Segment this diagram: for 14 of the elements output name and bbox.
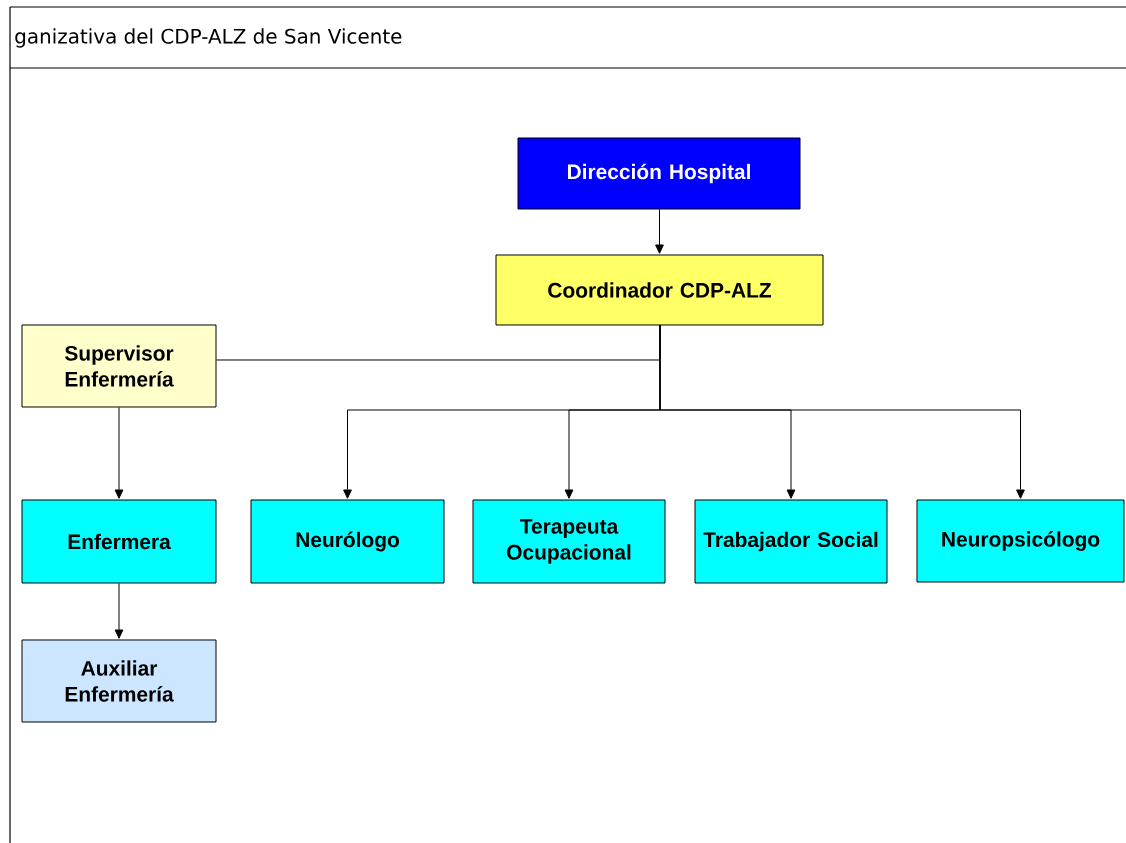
connector — [114, 407, 124, 499]
org-box: Enfermera — [21, 499, 217, 584]
org-box: Dirección Hospital — [517, 137, 801, 210]
org-box: Neuropsicólogo — [916, 499, 1125, 583]
org-box: Terapeuta Ocupacional — [472, 499, 666, 584]
org-box: Neurólogo — [250, 499, 445, 584]
org-box: Supervisor Enfermería — [21, 324, 217, 408]
connector — [659, 324, 1025, 499]
org-box: Coordinador CDP-ALZ — [495, 254, 824, 326]
connector — [114, 583, 124, 639]
org-box: Auxiliar Enfermería — [21, 639, 217, 723]
title: ganizativa del CDP-ALZ de San Vicente — [15, 28, 402, 48]
org-box: Trabajador Social — [694, 499, 888, 584]
connector — [655, 209, 664, 254]
